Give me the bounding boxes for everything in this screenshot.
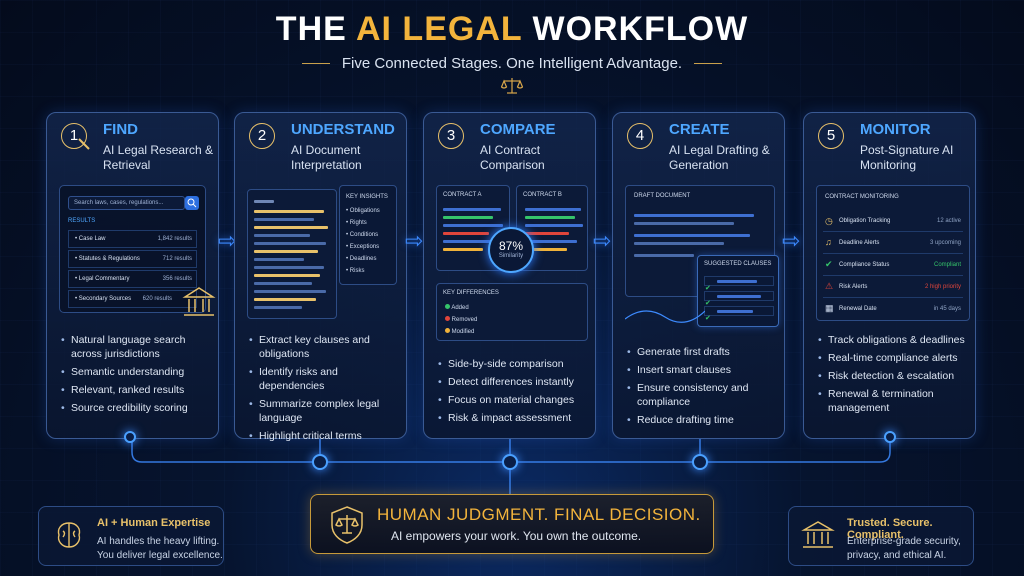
search-icon <box>187 198 197 208</box>
monitoring-panel: CONTRACT MONITORING ◷ Obligation Trackin… <box>816 185 970 321</box>
ai-human-text: AI handles the heavy lifting. You delive… <box>97 536 223 561</box>
arrow-right-icon: ⇨ <box>405 228 424 253</box>
calendar-icon: ▦ <box>825 303 834 313</box>
monitor-row[interactable]: ✔ Compliance Status Compliant <box>823 256 963 276</box>
arrow-right-icon: ⇨ <box>593 228 612 253</box>
stage-title: MONITOR <box>860 121 931 138</box>
check-icon: ✔ <box>705 285 711 292</box>
stage-bullets: Natural language search across jurisdict… <box>61 333 210 419</box>
warning-icon: ⚠ <box>825 281 834 291</box>
subtitle-rule-right <box>694 63 723 64</box>
arrow-right-icon: ⇨ <box>782 228 801 253</box>
subtitle-rule-left <box>301 63 330 64</box>
stage-subtitle: AI Contract Comparison <box>480 143 545 172</box>
connector-node <box>124 431 136 443</box>
stage-subtitle: AI Legal Drafting & Generation <box>669 143 770 172</box>
ai-human-panel: AI + Human Expertise AI handles the heav… <box>38 506 224 566</box>
connector-node <box>502 454 518 470</box>
connector-node <box>884 431 896 443</box>
trusted-title: Trusted. Secure. Compliant. <box>847 517 933 541</box>
bell-icon: ♫ <box>825 237 832 247</box>
document-preview <box>247 189 337 319</box>
scales-icon <box>0 76 1024 96</box>
courthouse-icon <box>182 287 216 316</box>
page-title: THE AI LEGAL WORKFLOW <box>275 10 749 48</box>
stage-card-monitor[interactable]: 5 MONITOR Post-Signature AI Monitoring C… <box>803 112 976 439</box>
monitor-row[interactable]: ⚠ Risk Alerts 2 high priority <box>823 278 963 298</box>
stage-bullets: Extract key clauses and obligations Iden… <box>249 333 398 447</box>
search-button[interactable] <box>185 196 199 210</box>
stage-number: 2 <box>249 123 275 149</box>
stage-number: 1 <box>61 123 87 149</box>
stage-subtitle: AI Document Interpretation <box>291 143 362 172</box>
search-input[interactable]: Search laws, cases, regulations... <box>68 196 185 210</box>
stage-subtitle: Post-Signature AI Monitoring <box>860 143 954 172</box>
removed-dot-icon <box>445 316 450 321</box>
differences-panel: KEY DIFFERENCES Added Removed Modified <box>436 283 588 341</box>
ai-human-title: AI + Human Expertise <box>97 517 211 529</box>
banner-title: HUMAN JUDGMENT. FINAL DECISION. <box>377 505 701 524</box>
stage-number: 5 <box>818 123 844 149</box>
results-label: RESULTS <box>68 218 96 224</box>
added-dot-icon <box>445 304 450 309</box>
contract-a-panel: CONTRACT A <box>436 185 510 271</box>
insights-panel: KEY INSIGHTS • Obligations • Rights • Co… <box>339 185 397 285</box>
arrow-right-icon: ⇨ <box>218 228 237 253</box>
stage-title: COMPARE <box>480 121 556 138</box>
shield-scales-icon <box>331 506 363 544</box>
monitor-row[interactable]: ◷ Obligation Tracking 12 active <box>823 212 963 232</box>
trusted-text: Enterprise-grade security, privacy, and … <box>847 536 961 561</box>
monitor-row[interactable]: ♫ Deadline Alerts 3 upcoming <box>823 234 963 254</box>
stage-bullets: Track obligations & deadlines Real-time … <box>818 333 967 419</box>
stage-card-compare[interactable]: 3 COMPARE AI Contract Comparison CONTRAC… <box>423 112 596 439</box>
stage-card-create[interactable]: 4 CREATE AI Legal Drafting & Generation … <box>612 112 785 439</box>
trusted-panel: Trusted. Secure. Compliant. Enterprise-g… <box>788 506 974 566</box>
stage-title: CREATE <box>669 121 730 138</box>
modified-dot-icon <box>445 328 450 333</box>
header: THE AI LEGAL WORKFLOW Five Connected Sta… <box>0 10 1024 96</box>
stage-title: UNDERSTAND <box>291 121 395 138</box>
stage-number: 3 <box>438 123 464 149</box>
banner-subtitle: AI empowers your work. You own the outco… <box>391 529 642 543</box>
magnifier-icon <box>78 138 90 150</box>
page-subtitle: Five Connected Stages. One Intelligent A… <box>341 55 683 72</box>
stage-card-understand[interactable]: 2 UNDERSTAND AI Document Interpretation … <box>234 112 407 443</box>
brain-icon <box>57 522 81 548</box>
monitor-row[interactable]: ▦ Renewal Date in 45 days <box>825 303 961 313</box>
research-mockup: Search laws, cases, regulations... RESUL… <box>59 185 206 313</box>
subtitle-row: Five Connected Stages. One Intelligent A… <box>0 55 1024 72</box>
clause-row[interactable]: ✔ <box>704 291 774 307</box>
stage-bullets: Side-by-side comparison Detect differenc… <box>438 357 587 429</box>
clause-row[interactable]: ✔ <box>704 276 774 292</box>
wave-decoration <box>625 310 705 323</box>
shield-check-icon: ✔ <box>825 259 833 269</box>
clock-icon: ◷ <box>825 216 833 226</box>
stage-subtitle: AI Legal Research & Retrieval <box>103 143 214 172</box>
stage-card-find[interactable]: 1 FIND AI Legal Research & Retrieval Sea… <box>46 112 219 439</box>
stage-bullets: Generate first drafts Insert smart claus… <box>627 345 776 431</box>
human-judgment-banner: HUMAN JUDGMENT. FINAL DECISION. AI empow… <box>310 494 714 554</box>
courthouse-icon <box>801 521 835 548</box>
check-icon: ✔ <box>705 315 711 322</box>
suggested-clauses-panel: SUGGESTED CLAUSES ✔ ✔ ✔ <box>697 255 779 327</box>
stage-number: 4 <box>627 123 653 149</box>
connector-node <box>312 454 328 470</box>
connector-node <box>692 454 708 470</box>
check-icon: ✔ <box>705 300 711 307</box>
similarity-gauge: 87% Similarity <box>488 227 534 273</box>
stage-title: FIND <box>103 121 138 138</box>
